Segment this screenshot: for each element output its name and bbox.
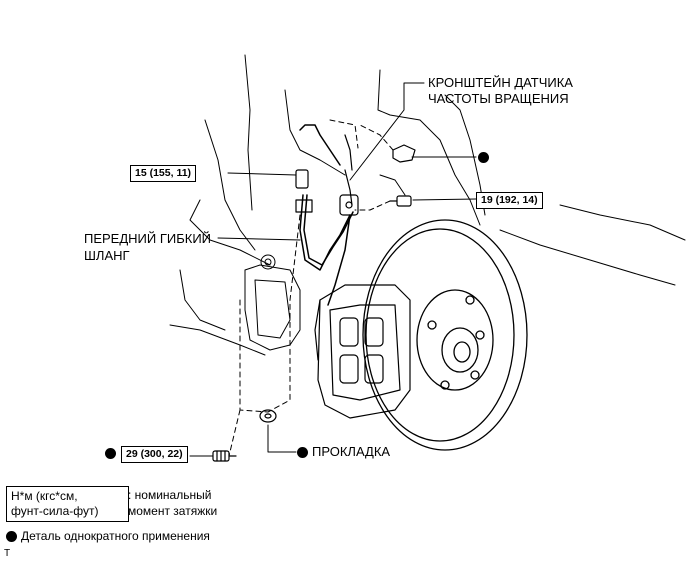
- single-use-dot-icon: [105, 448, 116, 459]
- single-use-dot-icon: [6, 531, 17, 542]
- brake-hose: [299, 124, 354, 306]
- front-hose-label-line1: ПЕРЕДНИЙ ГИБКИЙ: [84, 231, 212, 246]
- brake-disc: [362, 219, 528, 451]
- torque-unit-description-line2: момент затяжки: [128, 504, 218, 518]
- torque-unit-legend-box: Н*м (кгс*см, фунт-сила-фут): [6, 486, 129, 522]
- torque-unit-description-line1: : номинальный: [128, 488, 212, 502]
- speed-sensor-wire: [339, 134, 359, 216]
- bolt-19: [389, 195, 412, 207]
- assembly-guides: [228, 119, 394, 457]
- sensor-bracket-label-line1: КРОНШТЕЙН ДАТЧИКА: [428, 75, 573, 90]
- front-hose-label-line2: ШЛАНГ: [84, 248, 130, 263]
- torque-unit-line2: фунт-сила-фут): [11, 504, 99, 518]
- sensor-bracket-label-line2: ЧАСТОТЫ ВРАЩЕНИЯ: [428, 91, 569, 106]
- torque-spec-29: 29 (300, 22): [121, 446, 188, 463]
- single-use-dot-icon: [478, 152, 489, 163]
- hose-fitting: [295, 169, 313, 213]
- leader-lines: [189, 82, 477, 457]
- union-bolt-29: [212, 450, 237, 462]
- vehicle-body-outline: [169, 54, 686, 356]
- gasket-label: ПРОКЛАДКА: [312, 444, 391, 459]
- single-use-dot-icon: [297, 447, 308, 458]
- bracket-clip: [392, 144, 416, 163]
- gasket-part: [259, 409, 277, 423]
- brake-caliper: [314, 284, 411, 419]
- torque-unit-line1: Н*м (кгс*см,: [11, 489, 78, 503]
- single-use-legend-text: Деталь однократного применения: [21, 529, 210, 543]
- torque-spec-15: 15 (155, 11): [130, 165, 197, 182]
- torque-spec-19: 19 (192, 14): [476, 192, 543, 209]
- corner-mark: T: [4, 548, 11, 559]
